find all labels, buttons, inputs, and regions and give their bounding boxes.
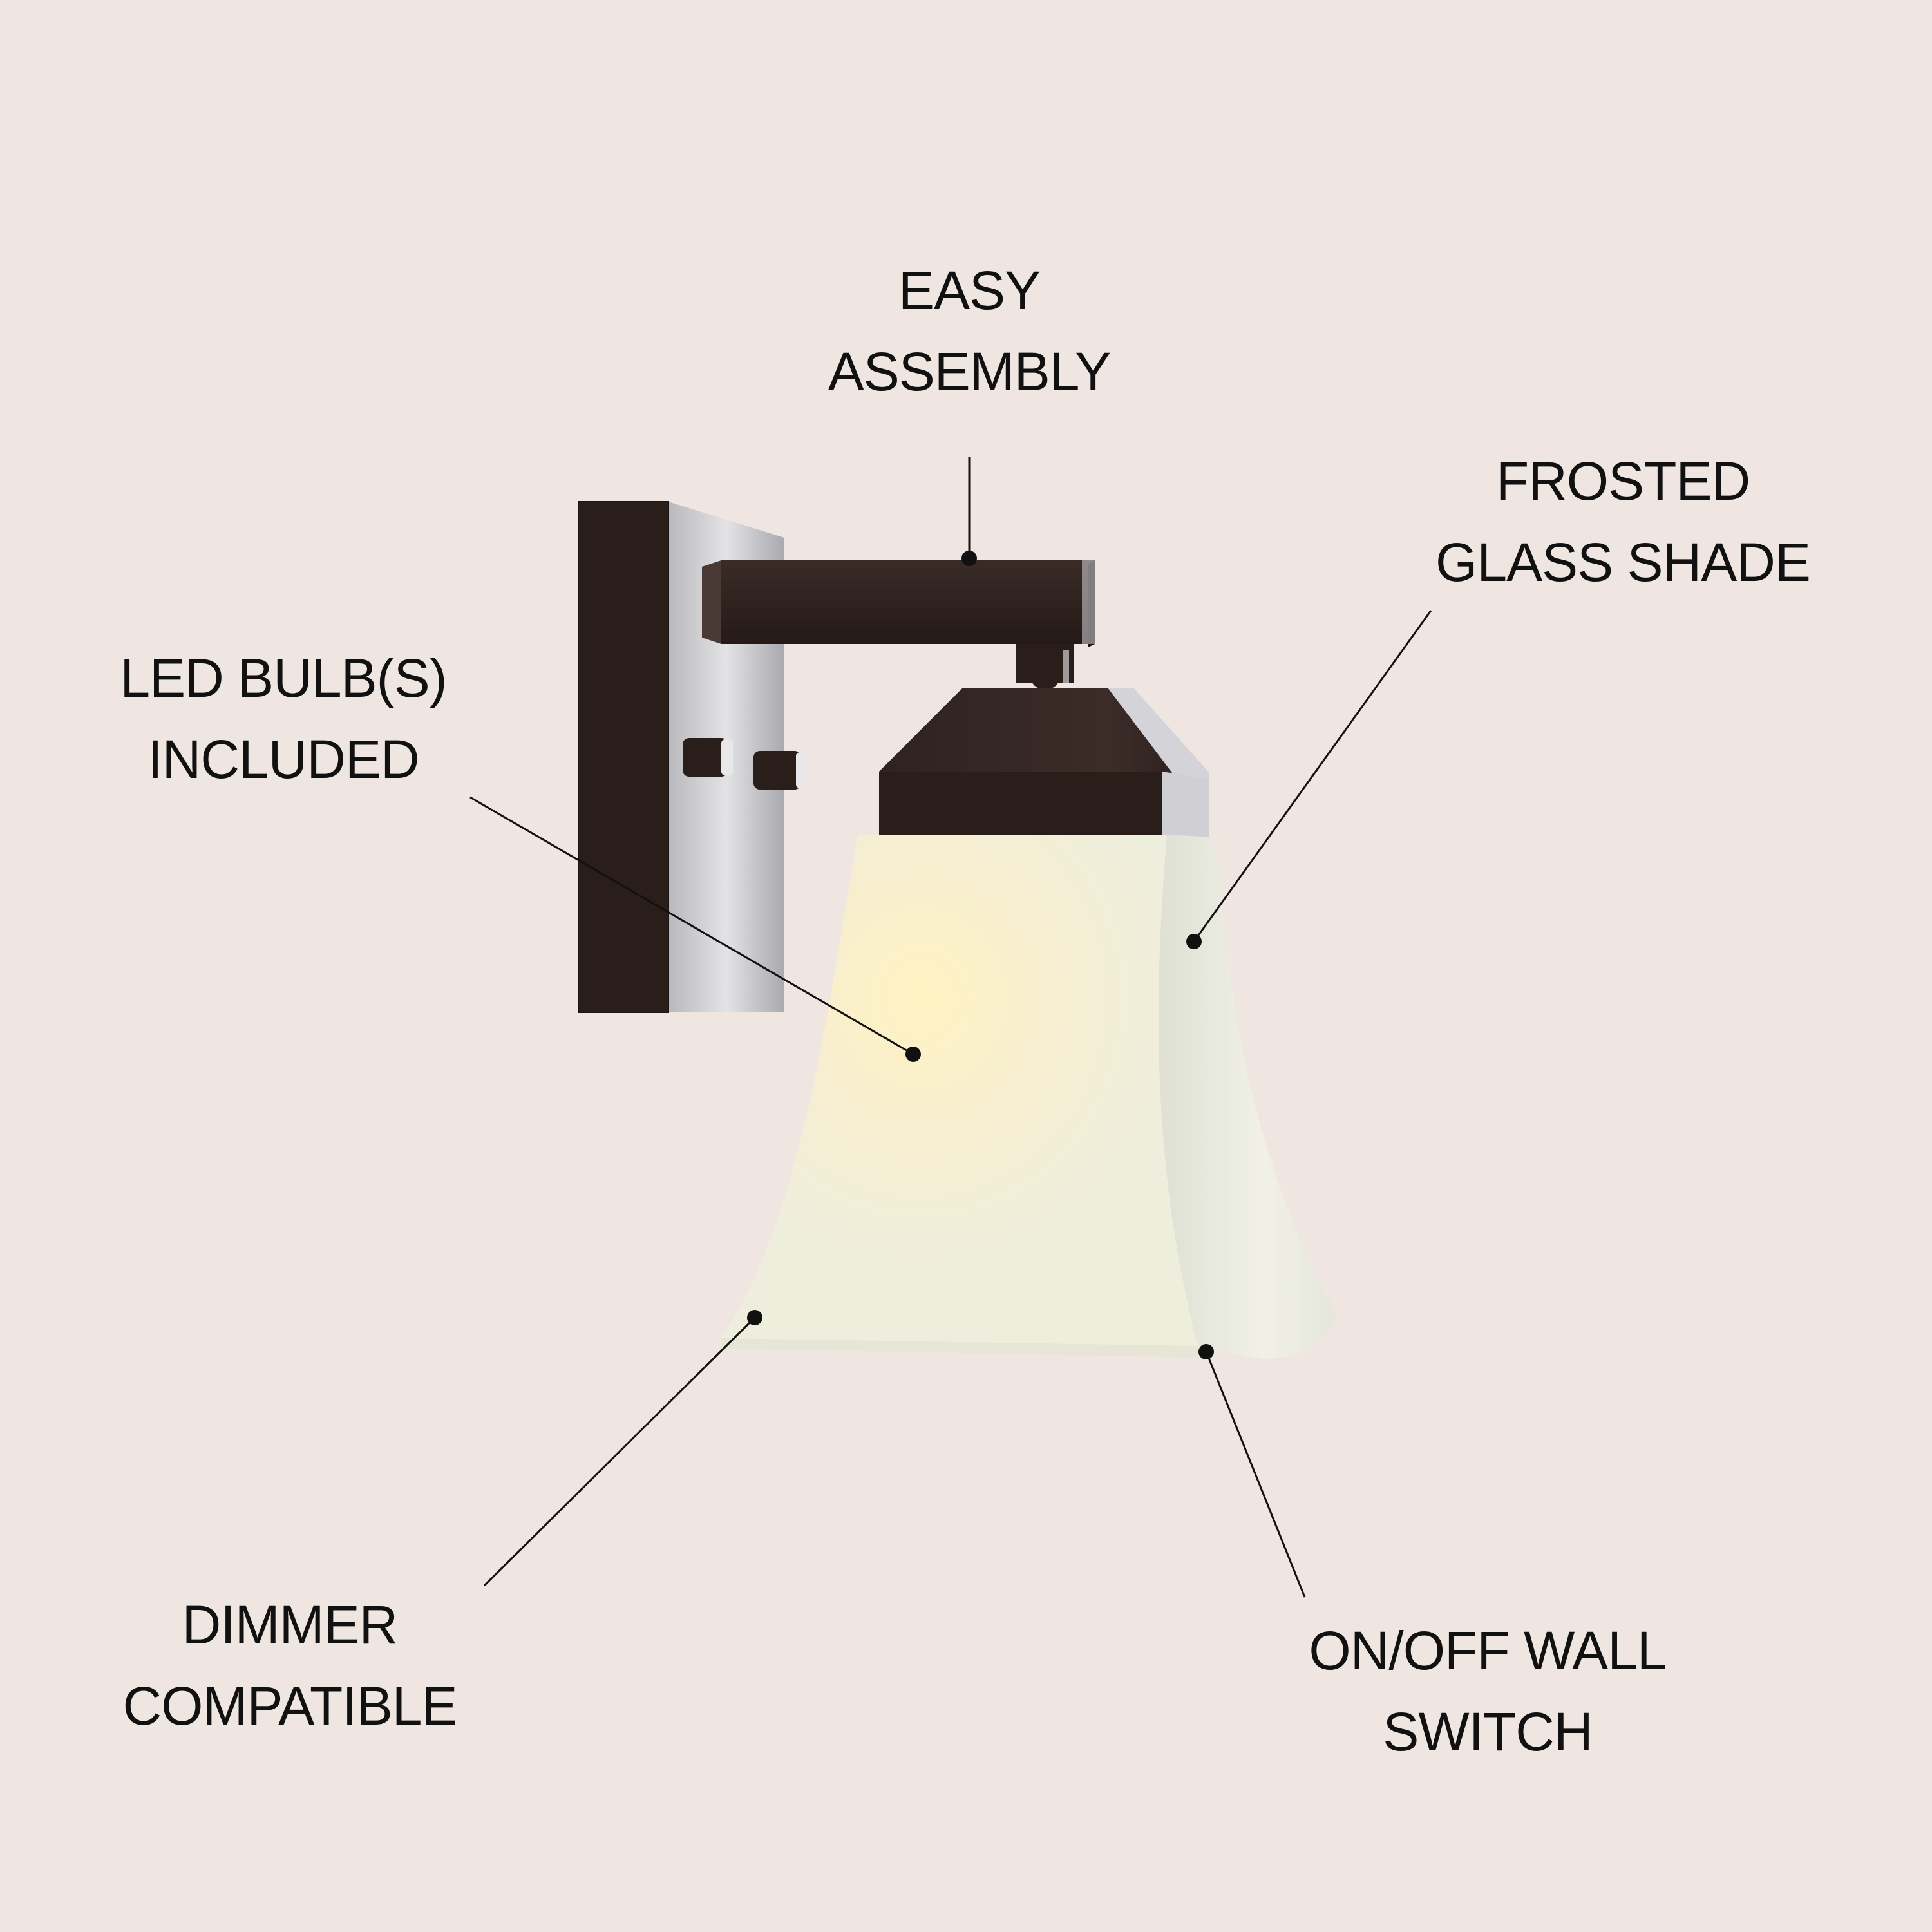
callout-dimmer-compatible: DIMMER COMPATIBLE: [64, 1584, 515, 1747]
callout-on-off-wall-switch: ON/OFF WALL SWITCH: [1262, 1610, 1713, 1772]
callout-line: EASY: [898, 260, 1041, 321]
callout-led-bulbs-included: LED BULB(S) INCLUDED: [64, 638, 502, 800]
callout-line: COMPATIBLE: [122, 1676, 458, 1736]
callout-line: FROSTED: [1495, 451, 1750, 511]
callout-dots: [747, 551, 1214, 1359]
callout-line: ASSEMBLY: [828, 341, 1112, 402]
callout-line: DIMMER: [182, 1595, 399, 1655]
glass-shade: [720, 835, 1336, 1359]
mounting-screws: [683, 738, 808, 790]
callout-line: GLASS SHADE: [1435, 532, 1811, 592]
callout-line: INCLUDED: [147, 729, 419, 790]
arm: [702, 560, 1095, 689]
callout-line: ON/OFF WALL: [1309, 1620, 1667, 1681]
callout-line: LED BULB(S): [120, 648, 447, 708]
cap: [879, 688, 1209, 837]
callout-line: SWITCH: [1383, 1701, 1593, 1762]
callout-easy-assembly: EASY ASSEMBLY: [776, 250, 1162, 412]
callout-lines: [469, 457, 1432, 1598]
callout-frosted-glass-shade: FROSTED GLASS SHADE: [1397, 440, 1848, 603]
